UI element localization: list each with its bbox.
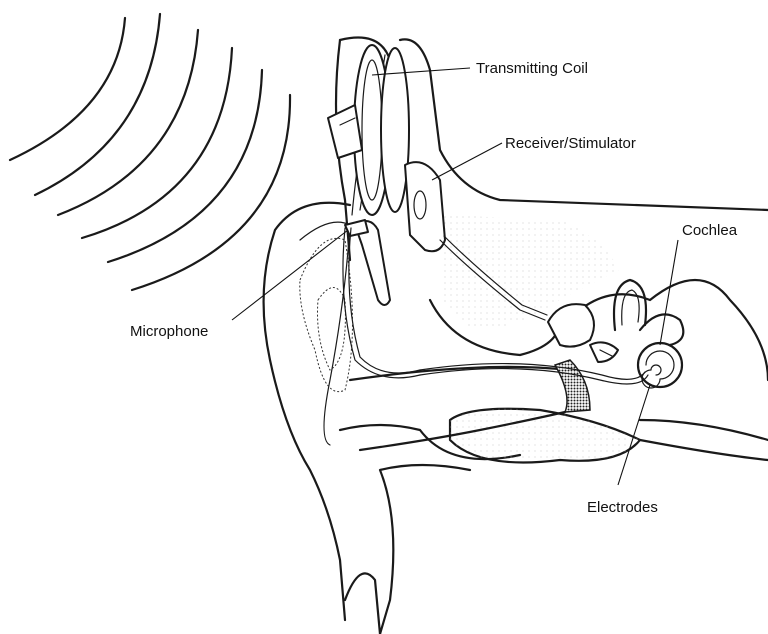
receiver-stimulator	[381, 48, 445, 251]
label-transmitting-coil: Transmitting Coil	[476, 60, 588, 77]
temporal-bone	[430, 215, 768, 463]
inner-ear	[614, 280, 683, 388]
ossicles	[548, 304, 618, 362]
sound-waves	[10, 14, 290, 290]
cochlea	[638, 343, 682, 388]
label-electrodes: Electrodes	[587, 499, 658, 516]
microphone-headpiece	[345, 220, 390, 305]
label-microphone: Microphone	[130, 323, 208, 340]
label-cochlea: Cochlea	[682, 222, 738, 239]
label-receiver-stimulator: Receiver/Stimulator	[505, 135, 636, 152]
